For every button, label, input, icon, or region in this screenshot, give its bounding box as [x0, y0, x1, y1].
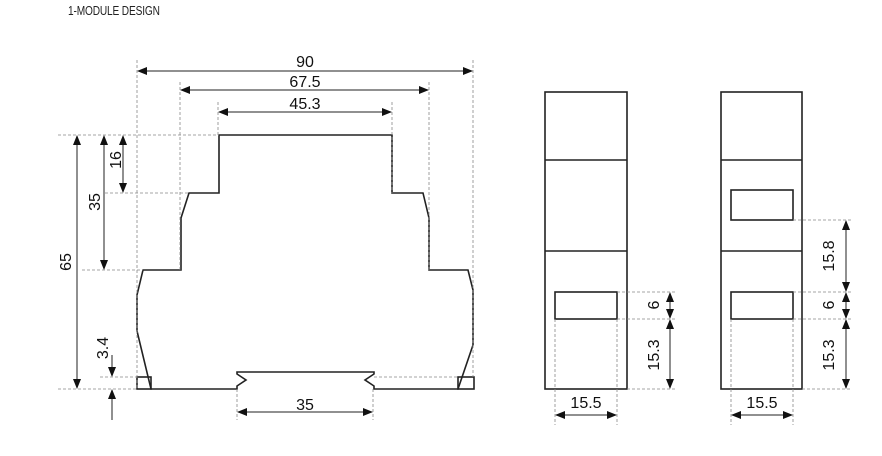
dim-label-90: 90	[296, 54, 314, 71]
dim-label-6: 6	[646, 300, 663, 309]
dim-label-3-4: 3.4	[95, 337, 112, 359]
housing-outline	[136, 134, 474, 390]
dim-label-15-3: 15.3	[646, 339, 663, 370]
front-view-a: 6 15.3 15.5	[544, 91, 675, 425]
dim-label-67-5: 67.5	[289, 74, 320, 91]
dim-label-15-8: 15.8	[821, 240, 838, 271]
upper-window	[730, 189, 794, 221]
dim-label-35: 35	[87, 193, 104, 211]
dim-label-15-5: 15.5	[570, 395, 601, 412]
dim-label-15-5: 15.5	[746, 395, 777, 412]
front-view-b: 15.8 6 15.3 15.5	[720, 91, 852, 425]
dim-label-16: 16	[108, 151, 125, 169]
dim-label-6: 6	[821, 300, 838, 309]
dim-label-15-3: 15.3	[821, 339, 838, 370]
dim-label-din-35: 35	[296, 397, 314, 414]
dim-label-45-3: 45.3	[289, 96, 320, 113]
lower-window	[730, 291, 794, 320]
diagram-title: 1-MODULE DESIGN	[68, 3, 160, 18]
dim-label-65: 65	[58, 253, 75, 271]
right-foot	[457, 376, 475, 390]
window	[554, 291, 618, 320]
side-view: 90 67.5 45.3 35 65 35 16 3.4	[58, 54, 475, 420]
